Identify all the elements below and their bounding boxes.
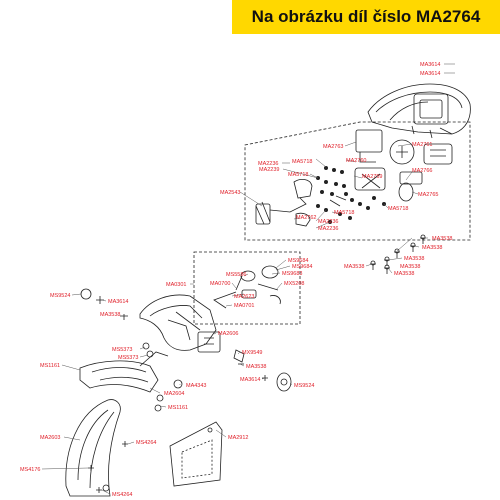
label-ma3614-mid: MA3614	[108, 299, 129, 305]
header-title: Na obrázku díl číslo MA2764	[251, 7, 481, 26]
label-mx9549: MX9549	[242, 350, 263, 356]
bulb-kit-frame	[244, 121, 471, 241]
label-ma2759: MA2759	[362, 174, 383, 180]
label-ms1161-a: MS1161	[40, 363, 60, 369]
label-ms5373-b: MS5373	[118, 355, 139, 361]
label-ma2603: MA2603	[40, 435, 61, 441]
label-ma5718-c: MA5718	[388, 206, 409, 212]
label-ma2236-a: MA2236	[258, 161, 279, 167]
label-ma2765: MA2765	[418, 192, 439, 198]
label-ms9524-b: MS9524	[294, 383, 315, 389]
label-ma0700: MA0700	[210, 281, 231, 287]
label-ms9524-a: MS9524	[50, 293, 71, 299]
mudguard-flap	[65, 399, 121, 497]
label-ma2760: MA2760	[346, 158, 367, 164]
part-labels: MA3614 MA3614 MA2763 MA2761 MA2236 MA571…	[20, 62, 453, 498]
label-ms9684-b: MS9684	[292, 264, 313, 270]
label-ma2766: MA2766	[412, 168, 433, 174]
label-ma2239: MA2239	[259, 167, 280, 173]
label-ma2604: MA2604	[164, 391, 185, 397]
label-ms5586: MS5586	[226, 272, 247, 278]
label-ms5373-a: MS5373	[112, 347, 133, 353]
label-ma2606: MA2606	[218, 331, 239, 337]
fender-bracket	[79, 351, 169, 393]
label-ma2623: MA2623	[234, 294, 255, 300]
rear-fender	[139, 294, 221, 353]
label-ma3538-e: MA3538	[400, 264, 421, 270]
label-ma2543: MA2543	[220, 190, 241, 196]
label-ma2763: MA2763	[323, 144, 344, 150]
kit-small-parts	[316, 166, 386, 224]
license-plate-panel	[169, 421, 223, 487]
label-ma3538-c: MA3538	[404, 256, 425, 262]
label-ma3538-d: MA3538	[344, 264, 365, 270]
label-ma5718-b: MA5718	[288, 172, 309, 178]
leader-lines	[41, 63, 455, 495]
label-ma3614-top2: MA3614	[420, 71, 441, 77]
label-ma3538-b: MA3538	[422, 245, 443, 251]
label-ma2236-b: MA2236	[318, 219, 339, 225]
label-ms4264-b: MS4264	[112, 492, 133, 498]
label-ma2912: MA2912	[228, 435, 249, 441]
label-ma4343: MA4343	[186, 383, 207, 389]
label-ma3538-f: MA3538	[394, 271, 415, 277]
label-ma3538-g: MA3538	[100, 312, 121, 318]
label-ma3538-h: MA3538	[246, 364, 267, 370]
label-ma5718-d: MA5718	[334, 210, 355, 216]
label-ma0701: MA0701	[234, 303, 255, 309]
lower-fasteners	[80, 288, 292, 493]
label-ma3614-low: MA3614	[240, 377, 261, 383]
label-ma2762: MA2762	[296, 215, 317, 221]
headlight-housing	[367, 83, 471, 139]
headlight-bulbs	[255, 129, 453, 227]
label-ma3614-top1: MA3614	[420, 62, 441, 68]
label-ms9684-a: MS9684	[288, 258, 309, 264]
label-ms4264-a: MS4264	[136, 440, 157, 446]
label-ma5718-a: MA5718	[292, 159, 313, 165]
winker-kit-frame	[193, 251, 301, 325]
label-ma0301: MA0301	[166, 282, 187, 288]
header-banner: Na obrázku díl číslo MA2764	[232, 0, 500, 34]
label-ma2761: MA2761	[412, 142, 433, 148]
label-ms4176: MS4176	[20, 467, 41, 473]
label-ma3538-a: MA3538	[432, 236, 453, 242]
label-ma2236-c: MA2236	[318, 226, 339, 232]
screws-right	[370, 234, 426, 274]
winker-kit	[213, 265, 281, 309]
label-ms9683: MS9683	[282, 271, 303, 277]
label-mx5208: MX5208	[284, 281, 305, 287]
label-ms1161-b: MS1161	[168, 405, 188, 411]
